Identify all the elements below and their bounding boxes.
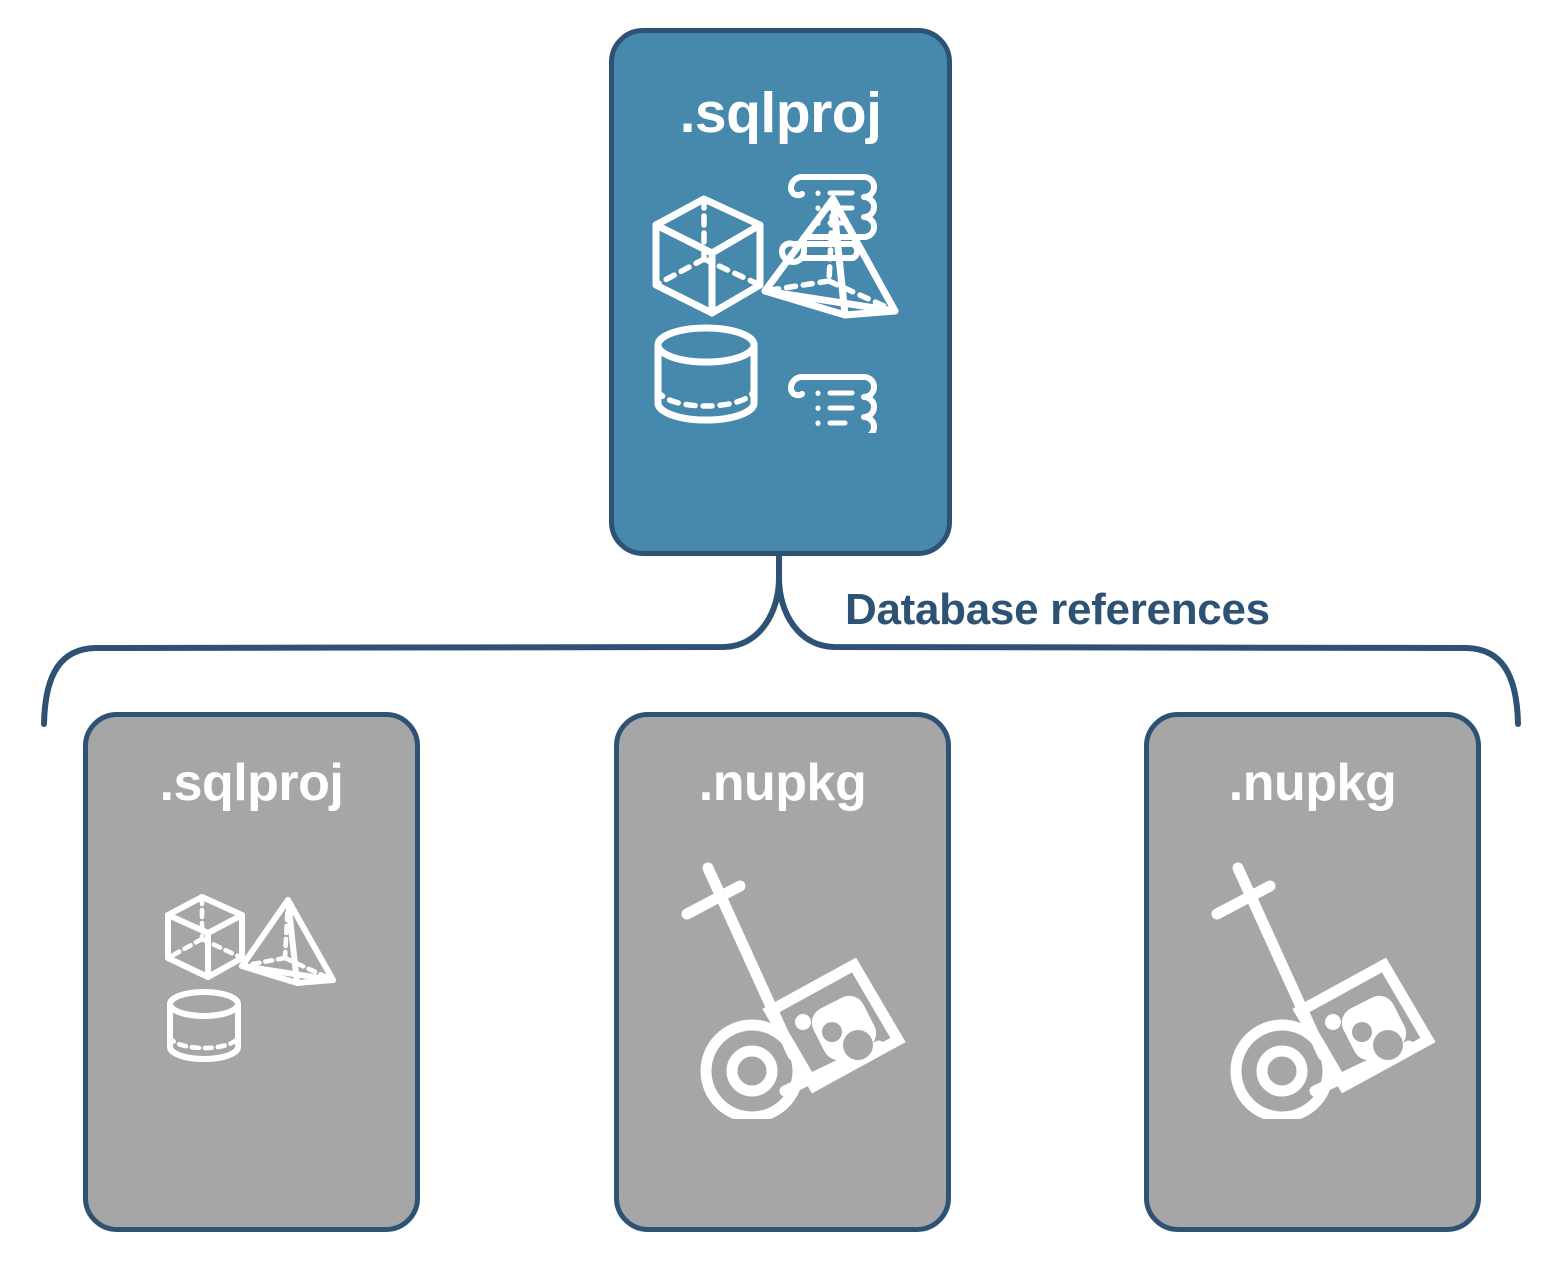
child-shapes-art bbox=[165, 894, 336, 1062]
cylinder-icon bbox=[167, 989, 241, 1062]
node-child-label: .nupkg bbox=[698, 754, 867, 812]
connector-caption: Database references bbox=[845, 585, 1270, 634]
node-child-nupkg-1[interactable]: .nupkg bbox=[614, 712, 951, 1232]
node-child-nupkg-2[interactable]: .nupkg bbox=[1144, 712, 1481, 1232]
cube-icon bbox=[165, 894, 245, 980]
node-child-sqlproj[interactable]: .sqlproj bbox=[83, 712, 420, 1232]
node-root-label: .sqlproj bbox=[679, 81, 882, 145]
hand-truck-package-icon bbox=[1211, 862, 1436, 1119]
node-child-label: .nupkg bbox=[1228, 754, 1397, 812]
node-child-label: .sqlproj bbox=[159, 754, 344, 812]
pyramid-icon bbox=[239, 897, 336, 986]
hand-truck-package-icon bbox=[681, 862, 906, 1119]
